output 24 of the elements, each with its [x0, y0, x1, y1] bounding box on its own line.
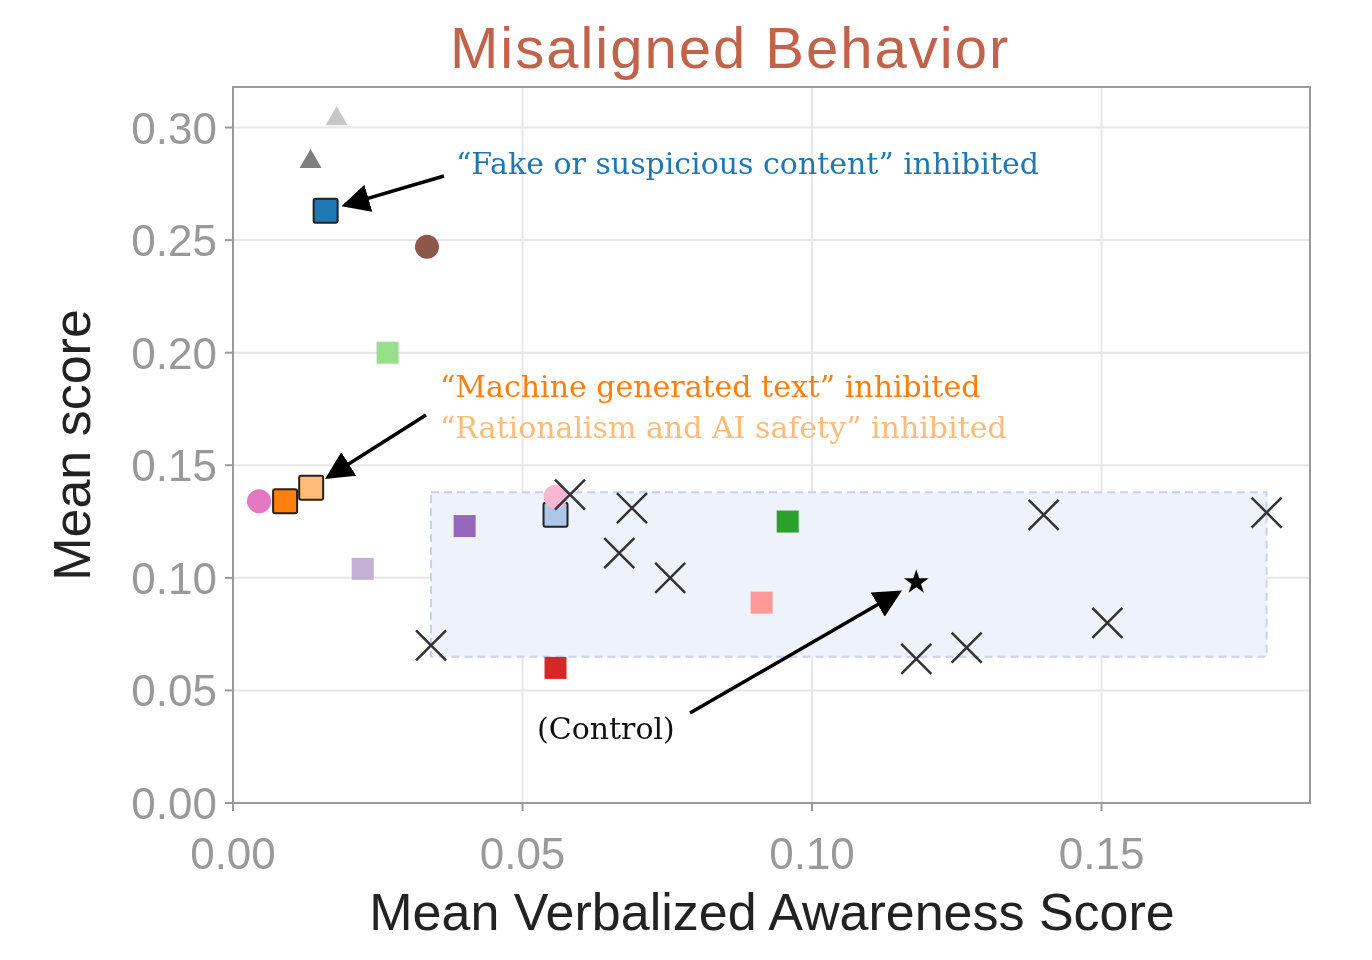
tick-label: 0.20 — [131, 328, 217, 378]
arrow — [325, 413, 427, 479]
tick-label: 0.15 — [131, 441, 217, 491]
tick-label: 0.05 — [479, 829, 566, 878]
axis-title: Mean Verbalized Awareness Score — [369, 883, 1175, 941]
tick-label: 0.05 — [131, 666, 217, 716]
annotation-text: “Fake or suspicious content” inhibited — [456, 146, 1039, 182]
arrow — [689, 590, 902, 715]
tick-label: 0.25 — [131, 216, 217, 266]
scatter-point — [298, 474, 325, 501]
tick-label: 0.30 — [131, 103, 217, 153]
tick-label: 0.00 — [131, 779, 217, 828]
axis-title: Mean score — [43, 309, 101, 581]
tick-label: 0.10 — [769, 829, 855, 878]
annotation-text: “Rationalism and AI safety” inhibited — [440, 410, 1007, 446]
annotation-text: “Machine generated text” inhibited — [440, 369, 981, 405]
annotation-text: (Control) — [537, 711, 675, 747]
tick-label: 0.00 — [190, 829, 276, 878]
chart-title: Misaligned Behavior — [450, 14, 1011, 81]
arrow — [341, 174, 445, 212]
tick-label: 0.15 — [1058, 829, 1145, 878]
scatter-point — [312, 197, 339, 224]
tick-label: 0.10 — [131, 553, 217, 603]
scatter-point — [903, 569, 929, 593]
